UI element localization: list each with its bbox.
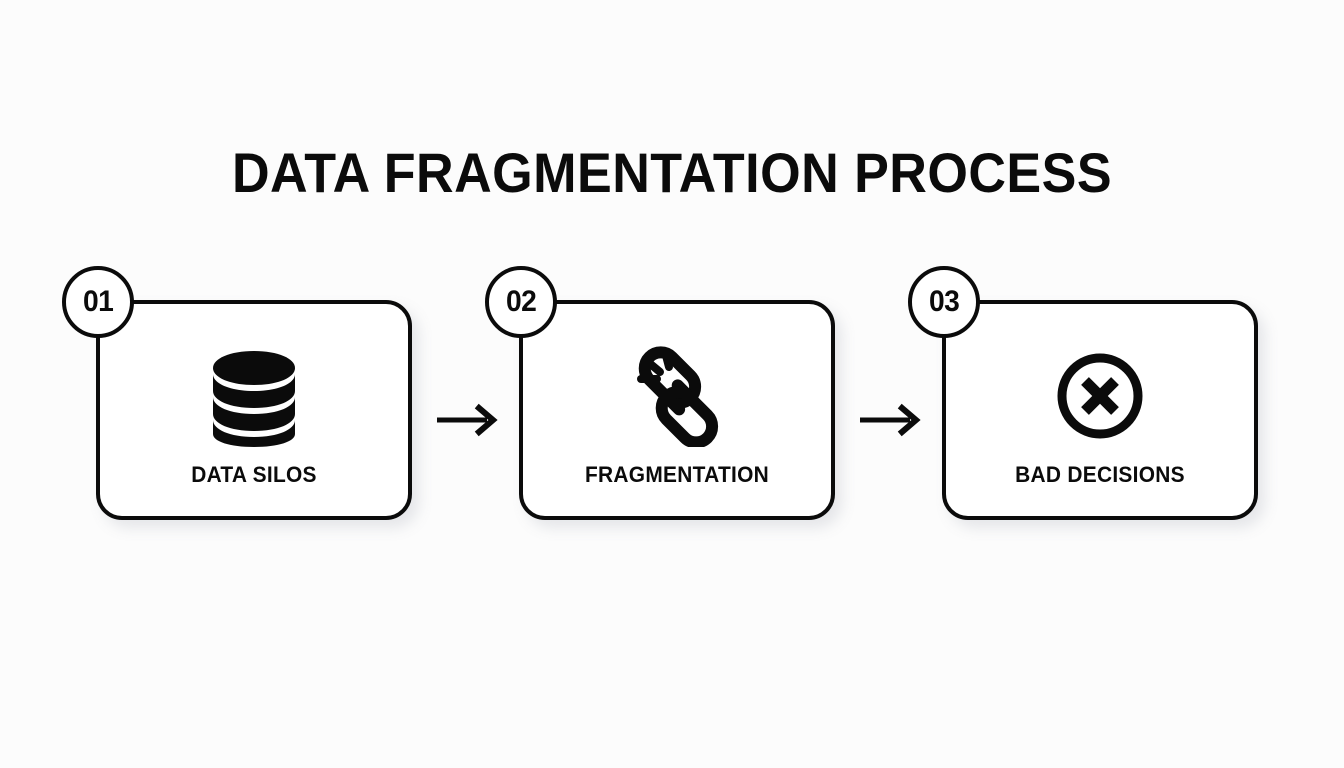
step-number-badge-1: 01: [62, 266, 134, 338]
database-stack-icon: [100, 342, 408, 450]
step-card-3[interactable]: 03 BAD DECISIONS: [908, 266, 1258, 520]
step-card-2[interactable]: 02: [485, 266, 835, 520]
broken-chain-link-icon: [523, 342, 831, 450]
step-number-badge-2: 02: [485, 266, 557, 338]
x-circle-icon: [946, 342, 1254, 450]
step-number-1: 01: [82, 285, 114, 318]
step-label-3: BAD DECISIONS: [1015, 462, 1185, 487]
step-number-3: 03: [928, 285, 960, 318]
process-flow-row: 01 DATA SILOS: [62, 266, 1258, 522]
step-label-1: DATA SILOS: [191, 462, 317, 487]
arrow-right-icon-2: [858, 403, 926, 437]
page-title: DATA FRAGMENTATION PROCESS: [231, 141, 1113, 204]
step-label-2: FRAGMENTATION: [584, 462, 770, 487]
step-number-badge-3: 03: [908, 266, 980, 338]
step-card-1[interactable]: 01 DATA SILOS: [62, 266, 412, 520]
arrow-right-icon-1: [435, 403, 503, 437]
step-number-2: 02: [505, 285, 537, 318]
